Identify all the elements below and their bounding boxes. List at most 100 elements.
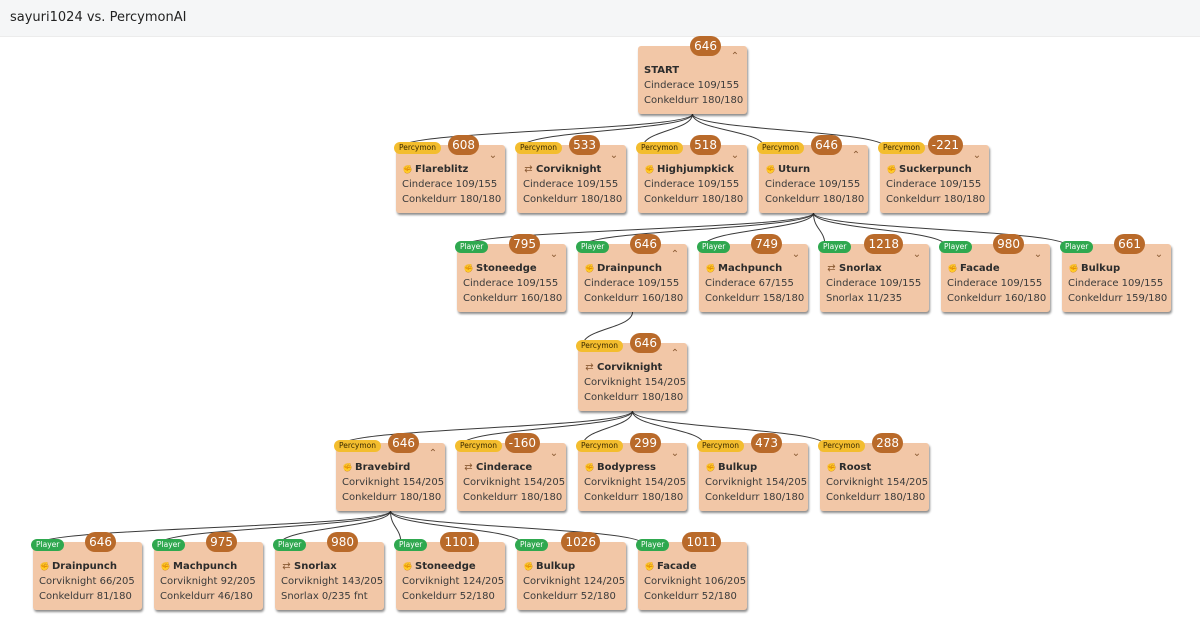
node-hp-line-1: Corviknight 154/205 [705,477,808,488]
node-action: Cinderace [463,460,532,475]
expand-chevron-icon[interactable] [608,148,620,163]
score-badge: 646 [388,433,419,453]
score-badge: 473 [751,433,782,453]
node-hp-line-1: Cinderace 109/155 [826,278,922,289]
node-action-label: Bulkup [718,462,758,473]
node-hp-line-1: Cinderace 67/155 [705,278,794,289]
score-badge: 518 [690,135,721,155]
tree-node-p-bodypress[interactable]: 299PercymonBodypressCorviknight 154/205C… [576,433,687,511]
score-badge: 646 [690,36,721,56]
tree-node-u2-stoneedge[interactable]: 1101PlayerStoneedgeCorviknight 124/205Co… [394,532,505,610]
score-badge: 299 [630,433,661,453]
tree-node-u-snorlax[interactable]: 1218PlayerSnorlaxCinderace 109/155Snorla… [818,234,929,312]
move-fist-icon [584,261,595,276]
node-action-label: Facade [960,263,1000,274]
switch-icon [463,460,474,475]
node-action-label: Snorlax [839,263,882,274]
expand-chevron-icon[interactable] [790,446,802,461]
collapse-chevron-icon[interactable] [427,446,439,461]
score-badge: 1026 [561,532,600,552]
node-action-label: Drainpunch [597,263,662,274]
node-action: Roost [826,460,871,475]
tree-node-u-bulkup[interactable]: 661PlayerBulkupCinderace 109/155Conkeldu… [1060,234,1171,312]
tree-node-p-uturn[interactable]: 646PercymonUturnCinderace 109/155Conkeld… [757,135,868,213]
actor-badge: Percymon [636,142,683,154]
node-hp-line-2: Conkeldurr 158/180 [705,293,805,304]
node-hp-line-2: Conkeldurr 180/180 [342,492,442,503]
switch-icon [826,261,837,276]
node-action-label: Bulkup [1081,263,1121,274]
score-badge: 646 [85,532,116,552]
score-badge: 975 [206,532,237,552]
tree-node-u2-drainpunch[interactable]: 646PlayerDrainpunchCorviknight 66/205Con… [31,532,142,610]
expand-chevron-icon[interactable] [729,148,741,163]
tree-node-u2-bulkup[interactable]: 1026PlayerBulkupCorviknight 124/205Conke… [515,532,626,610]
tree-node-p-bravebird[interactable]: 646PercymonBravebirdCorviknight 154/205C… [334,433,445,511]
node-hp-line-2: Conkeldurr 46/180 [160,591,253,602]
node-action: START [644,63,679,78]
score-badge: 980 [327,532,358,552]
actor-badge: Player [1060,241,1094,253]
node-hp-line-2: Conkeldurr 81/180 [39,591,132,602]
expand-chevron-icon[interactable] [790,247,802,262]
tree-node-u2-snorlax[interactable]: 980PlayerSnorlaxCorviknight 143/205Snorl… [273,532,384,610]
node-action: Bulkup [523,559,575,574]
actor-badge: Player [515,539,549,551]
expand-chevron-icon[interactable] [1032,247,1044,262]
node-hp-line-2: Conkeldurr 159/180 [1068,293,1168,304]
node-action: Facade [947,261,1000,276]
tree-node-u-facade[interactable]: 980PlayerFacadeCinderace 109/155Conkeldu… [939,234,1050,312]
tree-node-u-drainpunch[interactable]: 646PlayerDrainpunchCinderace 109/155Conk… [576,234,687,312]
actor-badge: Player [152,539,186,551]
collapse-chevron-icon[interactable] [729,49,741,64]
expand-chevron-icon[interactable] [548,446,560,461]
expand-chevron-icon[interactable] [548,247,560,262]
tree-node-p-bulkup[interactable]: 473PercymonBulkupCorviknight 154/205Conk… [697,433,808,511]
tree-node-p-suckerpunch[interactable]: -221PercymonSuckerpunchCinderace 109/155… [878,135,989,213]
node-hp-line-2: Conkeldurr 160/180 [584,293,684,304]
edge-p-corviknight2-p-bravebird [340,410,633,446]
node-hp-line-2: Conkeldurr 52/180 [644,591,737,602]
expand-chevron-icon[interactable] [911,247,923,262]
expand-chevron-icon[interactable] [1153,247,1165,262]
collapse-chevron-icon[interactable] [669,346,681,361]
expand-chevron-icon[interactable] [971,148,983,163]
expand-chevron-icon[interactable] [911,446,923,461]
actor-badge: Percymon [455,440,502,452]
tree-node-u2-machpunch[interactable]: 975PlayerMachpunchCorviknight 92/205Conk… [152,532,263,610]
edge-p-corviknight2-p-cinderace [461,410,633,446]
node-action: Bulkup [1068,261,1120,276]
tree-node-u-stoneedge[interactable]: 795PlayerStoneedgeCinderace 109/155Conke… [455,234,566,312]
tree-node-p-flareblitz[interactable]: 608PercymonFlareblitzCinderace 109/155Co… [394,135,505,213]
move-fist-icon [523,559,534,574]
node-action-label: Roost [839,462,872,473]
collapse-chevron-icon[interactable] [669,247,681,262]
node-action: Corviknight [584,360,662,375]
tree-node-p-cinderace[interactable]: -160PercymonCinderaceCorviknight 154/205… [455,433,566,511]
node-hp-line-2: Conkeldurr 180/180 [644,95,744,106]
node-hp-line-1: Corviknight 66/205 [39,576,135,587]
expand-chevron-icon[interactable] [487,148,499,163]
score-badge: 795 [509,234,540,254]
node-action-label: Drainpunch [52,561,117,572]
tree-node-u2-facade[interactable]: 1011PlayerFacadeCorviknight 106/205Conke… [636,532,747,610]
move-fist-icon [644,162,655,177]
tree-node-p-roost[interactable]: 288PercymonRoostCorviknight 154/205Conke… [818,433,929,511]
node-action-label: Cinderace [476,462,533,473]
tree-node-p-corviknight2[interactable]: 646PercymonCorviknightCorviknight 154/20… [576,333,687,411]
tree-node-p-corviknight1[interactable]: 533PercymonCorviknightCinderace 109/155C… [515,135,626,213]
tree-node-u-machpunch[interactable]: 749PlayerMachpunchCinderace 67/155Conkel… [697,234,808,312]
move-fist-icon [39,559,50,574]
score-badge: 1011 [682,532,721,552]
tree-node-p-highjumpkick[interactable]: 518PercymonHighjumpkickCinderace 109/155… [636,135,747,213]
node-hp-line-1: Corviknight 154/205 [826,477,929,488]
actor-badge: Percymon [757,142,804,154]
node-action: Drainpunch [584,261,662,276]
node-hp-line-2: Conkeldurr 180/180 [705,492,805,503]
expand-chevron-icon[interactable] [669,446,681,461]
switch-icon [523,162,534,177]
collapse-chevron-icon[interactable] [850,148,862,163]
node-action: Machpunch [160,559,237,574]
move-fist-icon [402,162,413,177]
